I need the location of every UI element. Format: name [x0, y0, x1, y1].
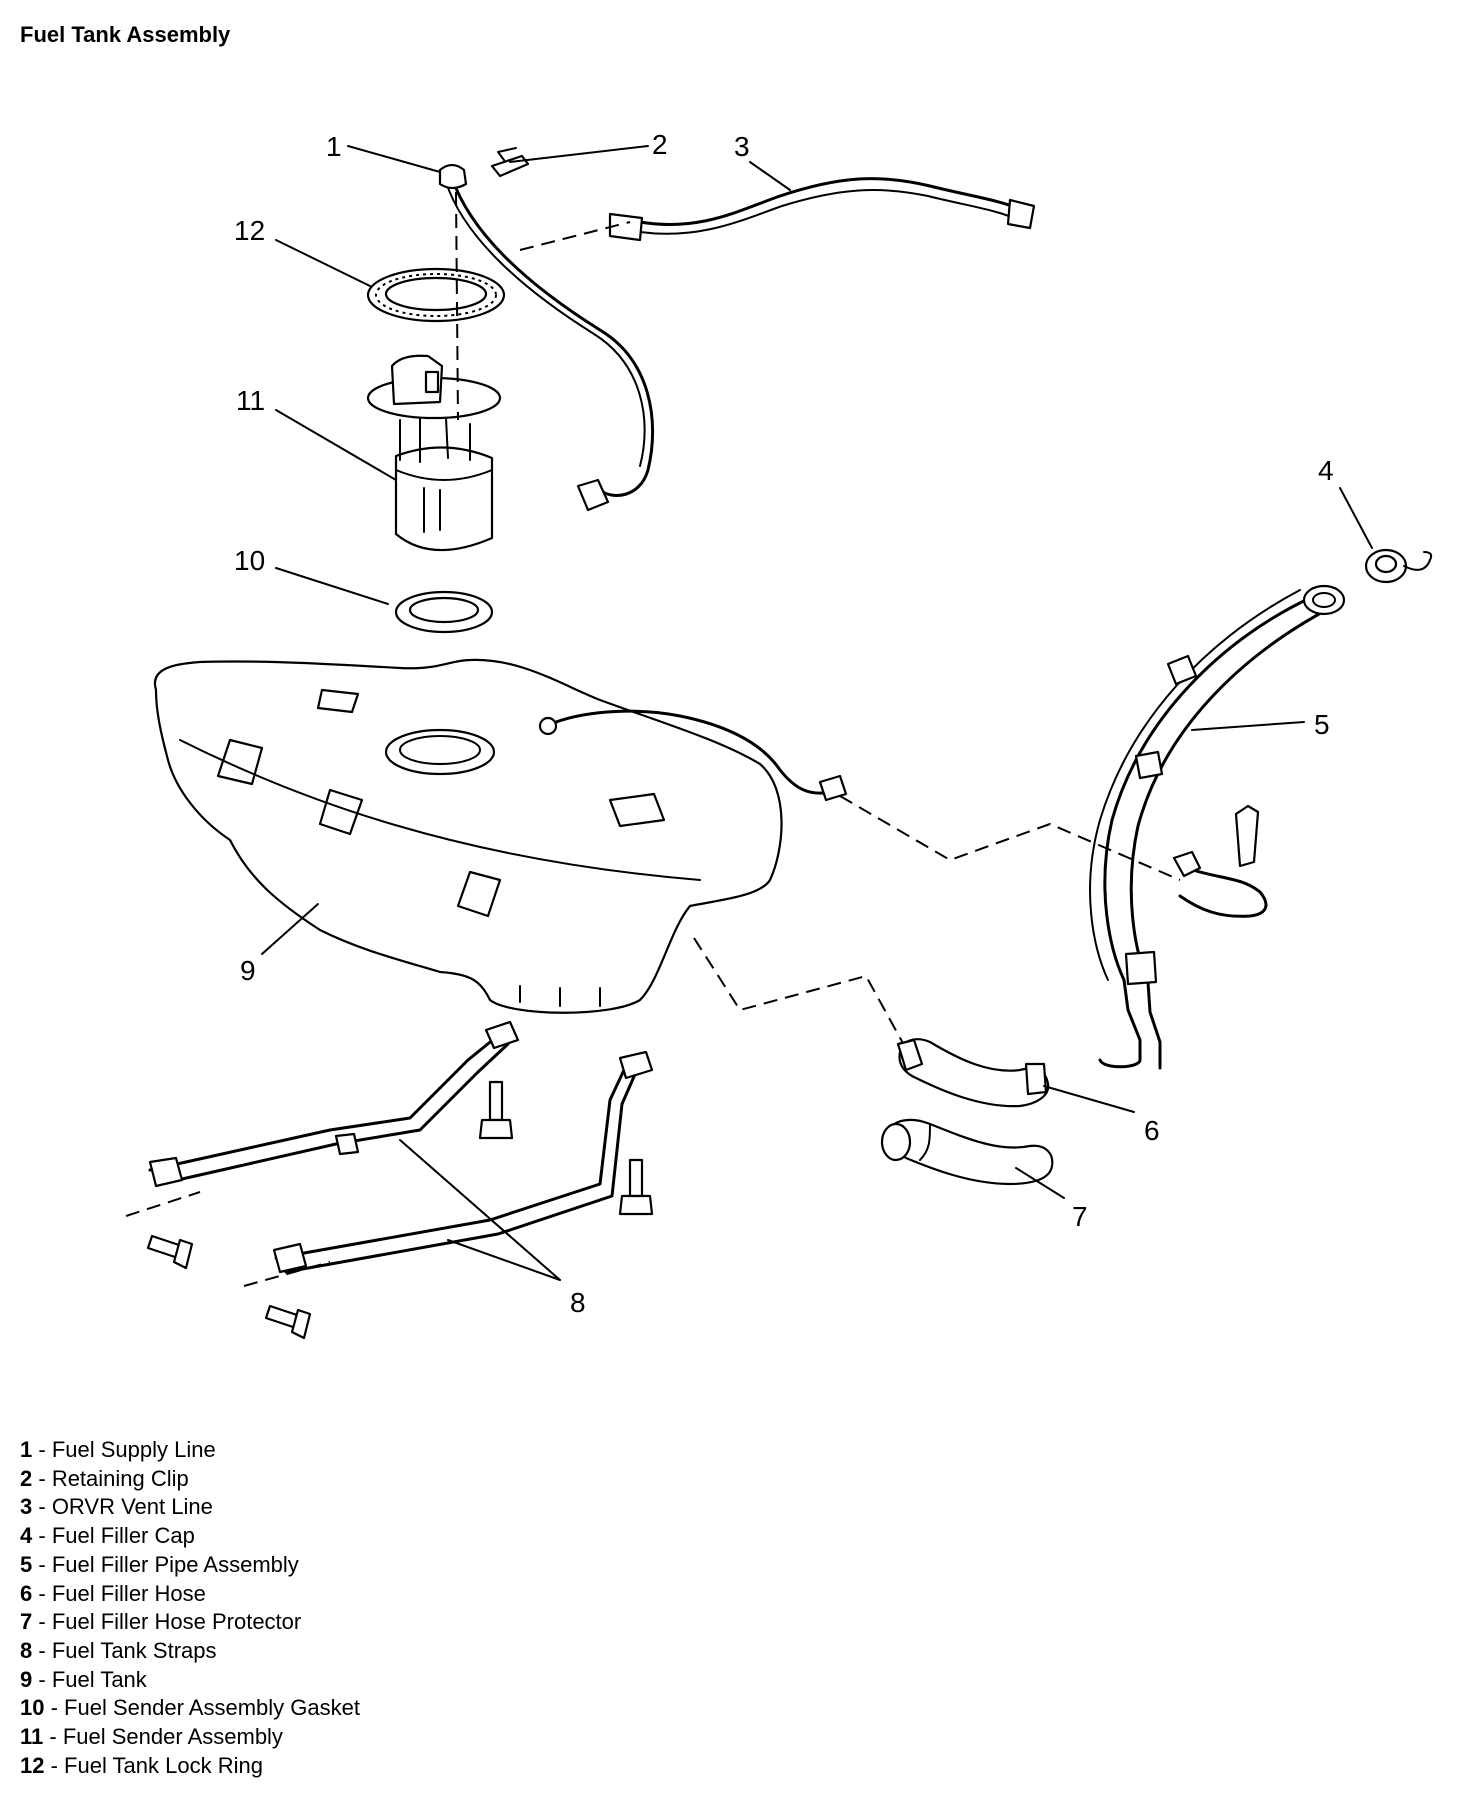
legend-label: Fuel Supply Line — [51, 1437, 216, 1462]
fuel-tank-part — [153, 658, 783, 1014]
legend-label: Fuel Tank — [51, 1666, 147, 1692]
legend-num: 6 — [20, 1580, 33, 1606]
legend-label: Fuel Filler Hose — [51, 1580, 206, 1606]
legend-num: 10 — [20, 1695, 45, 1721]
callout-6: 6 — [1144, 1115, 1160, 1146]
legend-item: 1 - Fuel Supply Line — [20, 1437, 216, 1462]
fuel-filler-hose-part — [896, 1038, 1050, 1108]
legend-item: 8 - Fuel Tank Straps — [20, 1637, 217, 1663]
legend-item: 7 - Fuel Filler Hose Protector — [20, 1609, 302, 1635]
legend-label: Fuel Tank Lock Ring — [64, 1752, 263, 1778]
fuel-sender-assembly-part — [366, 354, 502, 552]
legend-item: 11 - Fuel Sender Assembly — [20, 1724, 283, 1750]
legend-num: 12 — [20, 1752, 45, 1778]
callout-10: 10 — [234, 545, 265, 576]
legend-item: 5 - Fuel Filler Pipe Assembly — [20, 1551, 299, 1577]
fuel-tank-straps-part — [148, 1020, 654, 1274]
legend-item: 6 - Fuel Filler Hose — [20, 1580, 206, 1606]
legend-label: Fuel Sender Assembly — [62, 1724, 283, 1750]
callout-4: 4 — [1318, 455, 1334, 486]
legend-label: Fuel Filler Pipe Assembly — [51, 1551, 299, 1577]
callout-1: 1 — [326, 131, 342, 162]
fuel-filler-cap-part — [1364, 548, 1433, 584]
legend-num: 1 — [20, 1437, 33, 1462]
legend-num: 11 — [20, 1724, 44, 1750]
hose-protector-part — [880, 1118, 1054, 1186]
legend-item: 9 - Fuel Tank — [20, 1666, 147, 1692]
legend-label: Fuel Tank Straps — [51, 1637, 217, 1663]
strap-bolt-2 — [618, 1158, 654, 1216]
callout-9: 9 — [240, 955, 256, 986]
orvr-vent-line-part — [608, 177, 1036, 242]
strap-bolt-1 — [478, 1080, 514, 1140]
legend-label: Fuel Filler Cap — [51, 1523, 195, 1549]
legend-item: 12 - Fuel Tank Lock Ring — [20, 1752, 263, 1778]
strap-bolt-3 — [146, 1234, 194, 1270]
callout-3: 3 — [734, 131, 750, 162]
legend-label: Fuel Sender Assembly Gasket — [64, 1695, 360, 1721]
legend-num: 9 — [20, 1666, 33, 1692]
legend-num: 8 — [20, 1637, 33, 1663]
fuel-supply-line-part — [438, 163, 655, 512]
callout-12: 12 — [234, 215, 265, 246]
lock-ring-part — [366, 267, 506, 323]
legend-num: 4 — [20, 1523, 33, 1549]
legend-num: 5 — [20, 1551, 33, 1577]
legend-label: ORVR Vent Line — [51, 1494, 213, 1520]
callout-2: 2 — [652, 129, 668, 160]
legend-num: 7 — [20, 1609, 33, 1635]
exploded-view-diagram: 1 2 3 4 5 6 7 8 9 10 11 12 — [125, 129, 1433, 1340]
parts-legend: 1 - Fuel Supply Line 2 - Retaining Clip … — [20, 1436, 360, 1780]
callout-8: 8 — [570, 1287, 586, 1318]
legend-num: 2 — [20, 1465, 33, 1491]
legend-item: 4 - Fuel Filler Cap — [20, 1523, 195, 1549]
callout-7: 7 — [1072, 1201, 1088, 1232]
legend-num: 3 — [20, 1494, 33, 1520]
legend-label: Fuel Filler Hose Protector — [51, 1609, 302, 1635]
fuel-filler-pipe-part — [1089, 584, 1346, 1070]
leader-lines — [261, 145, 1373, 1281]
legend-item: 3 - ORVR Vent Line — [20, 1494, 213, 1520]
legend-item: 10 - Fuel Sender Assembly Gasket — [20, 1695, 360, 1721]
callout-5: 5 — [1314, 709, 1330, 740]
page-title: Fuel Tank Assembly — [20, 22, 231, 47]
gasket-part — [394, 590, 494, 634]
legend-label: Retaining Clip — [51, 1465, 189, 1491]
callout-11: 11 — [236, 385, 265, 416]
legend-item: 2 - Retaining Clip — [20, 1465, 189, 1491]
strap-bolt-4 — [264, 1304, 312, 1340]
